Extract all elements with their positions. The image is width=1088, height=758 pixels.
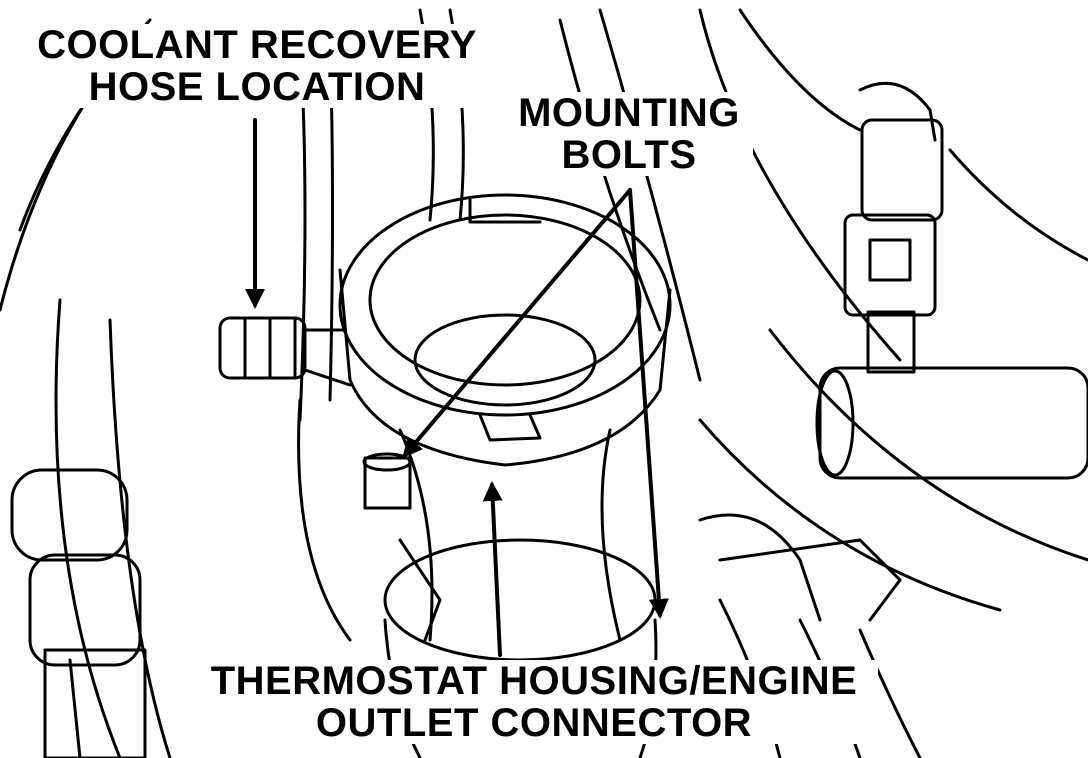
thermo-label-line1: THERMOSTAT HOUSING/ENGINE (210, 659, 858, 703)
right-hose-connector (815, 81, 1088, 480)
bolt-arrow-left (402, 188, 632, 459)
mounting-bolt (362, 452, 412, 510)
bolts-label-line2: BOLTS (561, 133, 697, 177)
pointer-arrows (245, 118, 669, 657)
thermo-label-line2: OUTLET CONNECTOR (315, 701, 753, 745)
coolant-recovery-hose-label: COOLANT RECOVERY HOSE LOCATION (18, 24, 496, 108)
thermostat-housing-label: THERMOSTAT HOUSING/ENGINE OUTLET CONNECT… (190, 660, 878, 744)
thermostat-arrow (482, 481, 503, 657)
coolant-label-line1: COOLANT RECOVERY (37, 23, 477, 67)
coolant-label-line2: HOSE LOCATION (88, 65, 426, 109)
coolant-recovery-nipple (218, 316, 352, 387)
bolts-label-line1: MOUNTING (518, 91, 740, 135)
left-hose (10, 468, 147, 758)
mounting-bolts-label: MOUNTING BOLTS (505, 92, 753, 176)
thermostat-housing (297, 193, 672, 642)
bolt-arrow-right (628, 188, 669, 619)
